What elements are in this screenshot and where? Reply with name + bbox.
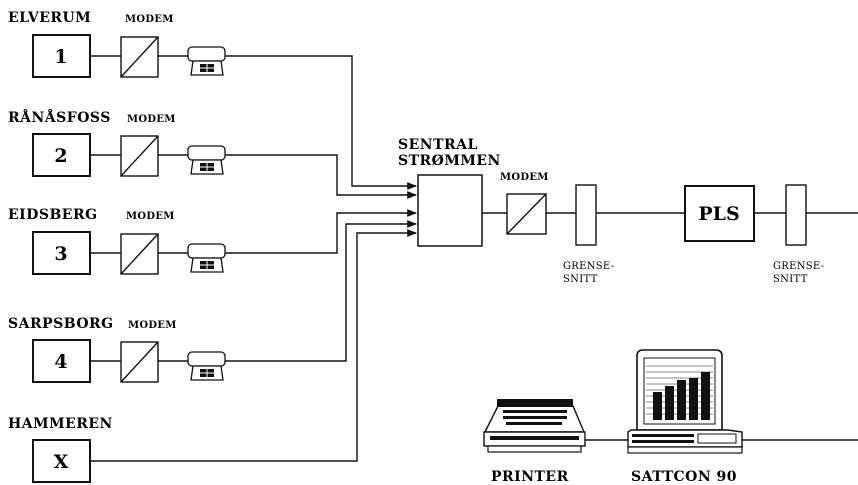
telephone-icon (188, 352, 225, 380)
printer-icon (484, 399, 585, 452)
station-label-sarpsborg: SARPSBORG (8, 316, 114, 332)
modem-icon (121, 342, 158, 382)
line-station-2-to-central (225, 155, 416, 195)
screen-bar-chart-icon (646, 360, 713, 422)
interface-1-label-line1: GRENSE- (563, 261, 614, 272)
modem-label-2: MODEM (127, 114, 176, 125)
computer-label: SATTCON 90 (631, 469, 737, 485)
station-number-1: 1 (54, 46, 67, 68)
modem-icon (121, 234, 158, 274)
line-station-1-to-central (225, 56, 416, 186)
station-number-3: 3 (54, 243, 67, 265)
station-sarpsborg: SARPSBORG MODEM 4 (8, 316, 225, 382)
central-unit: SENTRAL STRØMMEN (398, 137, 501, 246)
station-number-2: 2 (54, 145, 67, 167)
line-station-4-to-central (225, 224, 416, 361)
station-number-x: X (54, 451, 69, 473)
station-label-ranasfoss: RÅNÅSFOSS (8, 108, 111, 126)
telephone-icon (188, 47, 225, 75)
modem-icon (507, 194, 546, 234)
central-box (418, 175, 482, 246)
interface-box-2 (786, 185, 806, 245)
modem-icon (121, 136, 158, 176)
pls-label: PLS (698, 203, 739, 225)
station-label-hammeren: HAMMEREN (8, 416, 113, 432)
central-label-line2: STRØMMEN (398, 153, 501, 169)
interface-1-label-line2: SNITT (563, 274, 598, 285)
modem-label-4: MODEM (128, 320, 177, 331)
interface-2-label-line1: GRENSE- (773, 261, 824, 272)
interface-2-label-line2: SNITT (773, 274, 808, 285)
interface-box-1 (576, 185, 596, 245)
telephone-icon (188, 146, 225, 174)
station-label-elverum: ELVERUM (8, 10, 91, 26)
telephone-icon (188, 244, 225, 272)
station-elverum: ELVERUM MODEM 1 (8, 10, 225, 77)
central-label-line1: SENTRAL (398, 137, 478, 153)
station-hammeren: HAMMEREN X (8, 416, 113, 482)
computer-icon (628, 350, 742, 453)
station-label-eidsberg: EIDSBERG (8, 207, 98, 223)
modem-label-3: MODEM (126, 211, 175, 222)
station-ranasfoss: RÅNÅSFOSS MODEM 2 (8, 108, 225, 176)
printer-label: PRINTER (491, 469, 569, 485)
modem-label-1: MODEM (125, 14, 174, 25)
central-modem-label: MODEM (500, 172, 549, 183)
station-number-4: 4 (54, 351, 67, 373)
station-eidsberg: EIDSBERG MODEM 3 (8, 207, 225, 274)
modem-icon (121, 37, 158, 77)
